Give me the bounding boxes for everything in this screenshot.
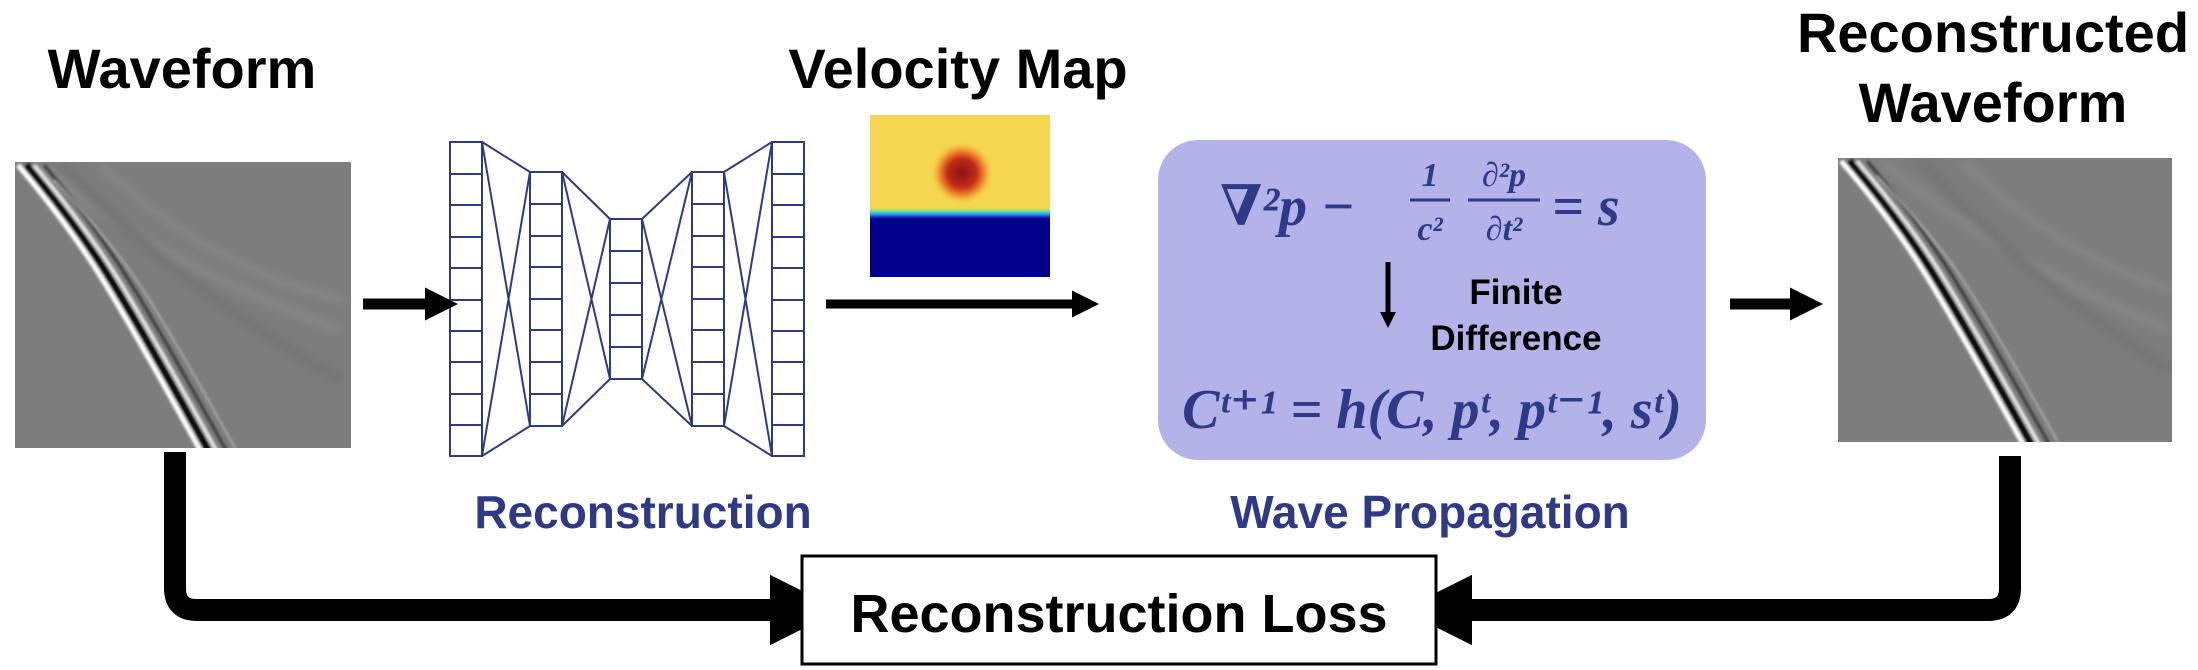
finite-difference-label-line1: Finite: [1469, 273, 1562, 312]
loss-path-left: [164, 452, 841, 646]
svg-text:1: 1: [1422, 157, 1439, 194]
velocity-map-image: [870, 115, 1050, 277]
svg-text:∂t²: ∂t²: [1486, 211, 1523, 248]
reconstruction-loss-box: [800, 554, 1438, 666]
loss-path-right: [1401, 456, 2021, 646]
reconstructed-waveform-panel: [1838, 158, 2172, 442]
update-rule: Cᵗ⁺¹ = h(C, pᵗ, pᵗ⁻¹, sᵗ): [1182, 379, 1682, 441]
svg-text:∂²p: ∂²p: [1482, 157, 1526, 194]
svg-text:∇²p −: ∇²p −: [1220, 176, 1355, 238]
reconstructed-waveform-heading-line1: Reconstructed: [1797, 1, 2189, 64]
wave-equation-box: ∇²p − 1 c² ∂²p ∂t² = s Finite Difference…: [1158, 140, 1706, 460]
reconstruction-loss-label: Reconstruction Loss: [850, 584, 1387, 644]
encoder-decoder-network: [449, 141, 805, 457]
reconstructed-waveform-heading-line2: Waveform: [1859, 71, 2128, 134]
waveform-panel: [15, 162, 351, 448]
svg-text:= s: = s: [1552, 176, 1620, 238]
reconstruction-stage-label: Reconstruction: [474, 486, 811, 538]
wave-equation: ∇²p − 1 c² ∂²p ∂t² = s: [1220, 157, 1620, 248]
finite-difference-label-line2: Difference: [1430, 319, 1601, 358]
velocity-map-heading: Velocity Map: [788, 37, 1127, 100]
wave-propagation-stage-label: Wave Propagation: [1230, 486, 1630, 538]
waveform-heading: Waveform: [48, 37, 317, 100]
svg-text:c²: c²: [1417, 211, 1443, 248]
